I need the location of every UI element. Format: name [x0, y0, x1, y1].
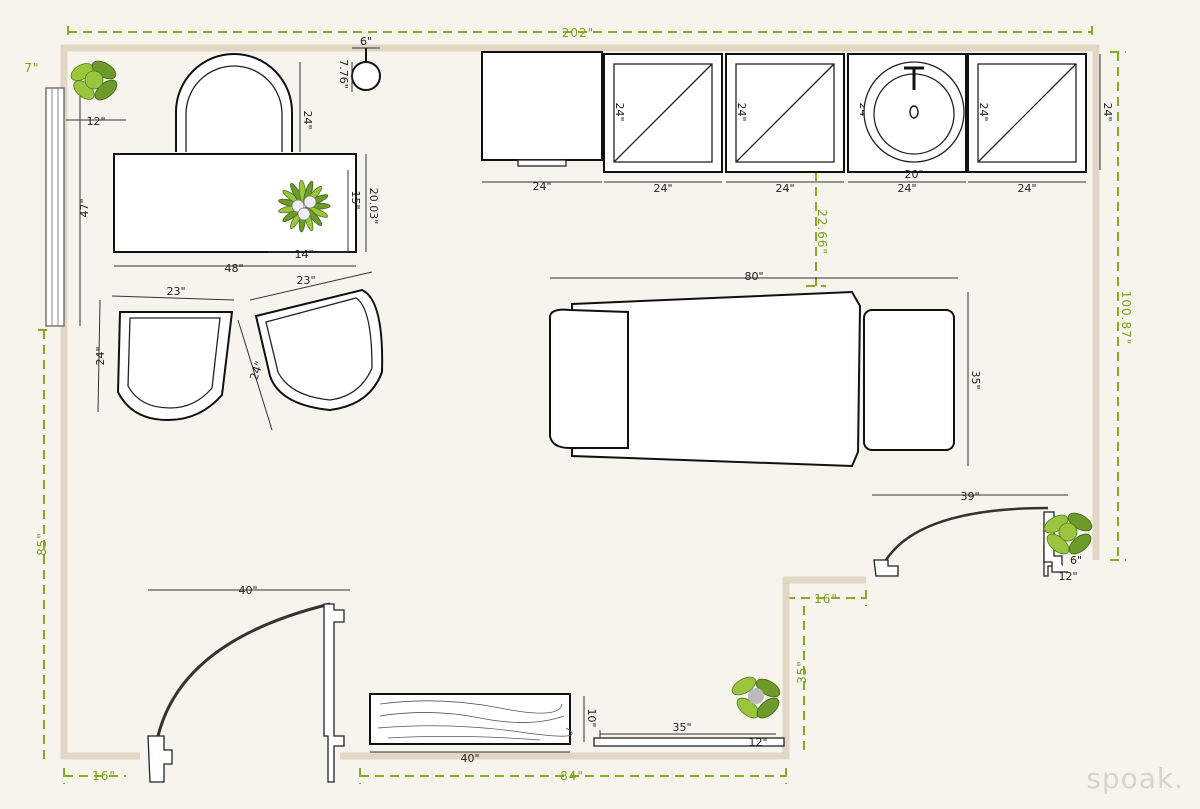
desk-chair — [175, 53, 301, 152]
dim-chair-right-width: 23" — [296, 274, 315, 287]
spoak-watermark: spoak. — [1086, 762, 1184, 795]
armchair-right — [237, 271, 384, 431]
dim-window-depth: 12" — [86, 115, 105, 128]
dim-chair-right-depth: 24" — [247, 360, 266, 382]
plant-right — [1043, 512, 1093, 573]
cabinet-side-label: 24" — [613, 102, 626, 121]
dim-shelf-depth: 12" — [748, 736, 767, 749]
cabinet-tall — [481, 51, 603, 183]
dim-left-corner: 7" — [24, 61, 39, 75]
desk — [113, 153, 367, 267]
dim-bottom-mid: 84" — [560, 769, 584, 783]
dim-plant-right-a: 6" — [1070, 554, 1082, 567]
cabinet-1: 24" 24" — [603, 53, 723, 195]
cabinet-width-label: 24" — [1017, 182, 1036, 195]
dim-inner-step-width: 16" — [814, 592, 838, 606]
dim-cabinet-depth: 24" — [1101, 102, 1114, 121]
wall-shelf — [593, 730, 785, 747]
dim-sconce-depth: 7.76" — [337, 59, 350, 89]
dim-chair-left-width: 23" — [166, 285, 185, 298]
dim-sconce-width: 6" — [360, 35, 372, 48]
dim-desk-inner-b: 14" — [294, 248, 313, 261]
overall-dimensions — [38, 26, 1126, 784]
dim-left-wall: 85" — [35, 532, 49, 556]
dim-cabinet-gap: 22.66" — [815, 209, 829, 255]
cabinet-side-label: 24" — [735, 102, 748, 121]
dim-door-right-width: 39" — [960, 490, 979, 503]
plant-bottom — [731, 676, 781, 719]
dim-shelf-length: 35" — [672, 721, 691, 734]
dim-bottom-left: 16" — [92, 769, 116, 783]
sink — [863, 61, 965, 163]
cabinet-side-label: 24" — [977, 102, 990, 121]
dim-bench-length: 40" — [460, 752, 479, 765]
cabinet-width-label: 24" — [775, 182, 794, 195]
dim-window-length: 47" — [78, 198, 91, 217]
plant-top-left — [70, 60, 118, 101]
dim-plant-right-b: 12" — [1058, 570, 1077, 583]
treatment-table — [549, 277, 969, 468]
armchair-left — [97, 295, 235, 422]
cabinet-width-label: 24" — [653, 182, 672, 195]
door-right — [872, 494, 1068, 577]
dim-tall-cabinet: 24" — [532, 180, 551, 193]
wall-sconce — [351, 47, 381, 92]
dim-overall-depth: 100.87" — [1119, 291, 1133, 346]
dim-desk-depth: 20.03" — [367, 188, 380, 225]
door-left — [147, 589, 350, 783]
dim-sink-basin: 20" — [904, 168, 923, 181]
cabinet-width-label: 24" — [897, 182, 916, 195]
dim-table-length: 80" — [744, 270, 763, 283]
dim-desk-width: 48" — [224, 262, 243, 275]
dim-door-left-width: 40" — [238, 584, 257, 597]
dim-desk-inner-a: 15" — [349, 190, 362, 209]
bench — [369, 693, 585, 753]
cabinet-2: 24" 24" — [725, 53, 845, 195]
dim-table-width: 35" — [969, 370, 982, 389]
window — [45, 87, 126, 327]
cabinet-4: 24" 24" — [967, 53, 1087, 195]
dim-chair-back-depth: 24" — [301, 110, 314, 129]
dim-inner-step-depth: 35" — [795, 660, 809, 684]
cabinets: 24"24"24"24"24"24"24"24" — [603, 53, 1087, 195]
dim-overall-width: 202" — [562, 26, 594, 40]
dim-bench-depth: 10" — [585, 708, 598, 727]
dim-chair-left-depth: 24" — [94, 346, 107, 365]
plant-desk — [278, 179, 331, 233]
